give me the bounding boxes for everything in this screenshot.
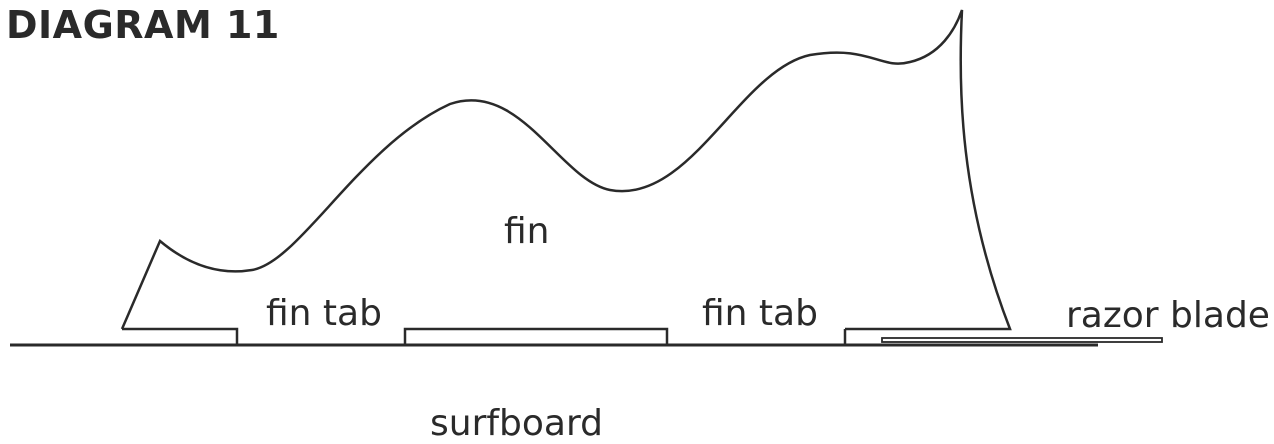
fin-tab-middle xyxy=(403,327,669,345)
fin-tab-right-label: fin tab xyxy=(702,293,818,334)
fin-tab-left xyxy=(122,327,239,345)
fin-label: fin xyxy=(504,211,550,252)
diagram-title: DIAGRAM 11 xyxy=(6,3,280,47)
razor-blade-label: razor blade xyxy=(1066,295,1270,336)
surfboard-label: surfboard xyxy=(430,403,604,444)
fin-outline xyxy=(120,9,1012,331)
fin-tab-left-label: fin tab xyxy=(266,293,382,334)
